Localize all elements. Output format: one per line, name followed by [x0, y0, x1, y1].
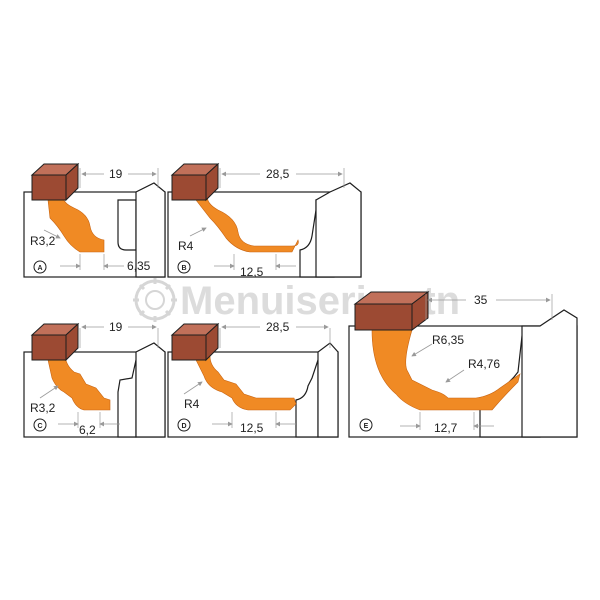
panel-c-side-face — [135, 342, 166, 438]
panel-b-wood — [171, 174, 207, 201]
panel-e-letter: E — [364, 423, 369, 430]
panel-b-width: 28,5 — [266, 167, 290, 181]
panel-e-radius-2: R4,76 — [468, 357, 500, 371]
panel-e-profile — [371, 329, 521, 411]
panel-e-width: 35 — [474, 293, 488, 307]
panel-c-badge — [33, 418, 47, 432]
panel-b: 28,5 R4 12,5 B — [167, 162, 362, 279]
panel-d-bottom: 12,5 — [240, 421, 264, 435]
panel-a-side-block — [117, 199, 137, 251]
panel-d-side-face — [317, 342, 339, 438]
gear-logo-icon — [133, 278, 177, 322]
panel-c-width: 19 — [109, 320, 123, 334]
panel-c-radius: R3,2 — [30, 401, 56, 415]
panel-c: 19 R3,2 6,2 C — [23, 320, 166, 438]
panel-c-bottom: 6,2 — [79, 423, 96, 437]
panel-a-wood — [31, 174, 67, 201]
panel-a-letter: A — [37, 265, 42, 272]
panel-a: 19 R3,2 6,35 A — [23, 162, 166, 278]
panel-a-side-face — [135, 182, 166, 278]
panel-a-badge — [33, 260, 47, 274]
panel-d: 28,5 R4 12,5 D — [167, 320, 339, 438]
panel-d-wood — [171, 334, 207, 361]
panel-b-radius: R4 — [178, 239, 194, 253]
panel-c-wood — [31, 334, 67, 361]
panel-b-side-face — [315, 182, 362, 278]
panel-e-side-face — [521, 309, 578, 438]
panel-e-bottom: 12,7 — [434, 421, 458, 435]
panel-b-badge — [177, 260, 191, 274]
panel-a-profile — [47, 185, 105, 253]
panel-e-badge — [359, 418, 373, 432]
panel-e-wood — [354, 303, 413, 331]
panel-a-radius: R3,2 — [30, 234, 56, 248]
panel-d-letter: D — [181, 423, 186, 430]
panel-d-badge — [177, 418, 191, 432]
panel-a-bottom: 6,35 — [127, 259, 151, 273]
panel-d-radius: R4 — [184, 397, 200, 411]
panel-c-letter: C — [37, 423, 42, 430]
panel-e-radius-1: R6,35 — [432, 333, 464, 347]
panel-b-bottom: 12,5 — [240, 265, 264, 279]
panel-e: 35 R6,35 R4,76 12,7 E — [348, 291, 578, 438]
panel-d-width: 28,5 — [266, 320, 290, 334]
panel-a-width: 19 — [109, 167, 123, 181]
panel-b-letter: B — [181, 265, 186, 272]
